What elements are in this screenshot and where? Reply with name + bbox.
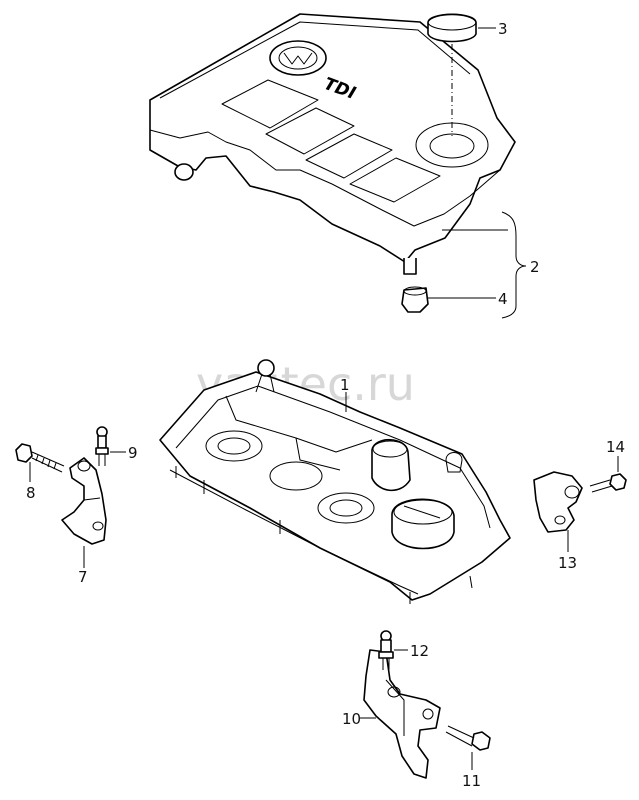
bolt-11 xyxy=(445,725,491,751)
callout-12: 12 xyxy=(410,642,429,660)
callout-9: 9 xyxy=(128,444,138,462)
bracket-left xyxy=(61,457,107,545)
callout-1: 1 xyxy=(340,376,350,394)
engine-cover: TDI xyxy=(149,13,527,319)
callout-13: 13 xyxy=(558,554,577,572)
stud-bolt-9 xyxy=(95,426,109,466)
callout-11: 11 xyxy=(462,772,481,790)
callout-8: 8 xyxy=(26,484,36,502)
callout-14: 14 xyxy=(606,438,625,456)
bracket-right xyxy=(533,471,583,533)
oil-cap-cover xyxy=(427,13,477,43)
callout-10: 10 xyxy=(342,710,361,728)
callout-4: 4 xyxy=(498,290,508,308)
callout-2: 2 xyxy=(530,258,540,276)
bracket-lower xyxy=(363,649,441,779)
rubber-grommet xyxy=(401,286,429,313)
callout-3: 3 xyxy=(498,20,508,38)
bolt-8 xyxy=(15,443,65,473)
stud-bolt-12 xyxy=(378,630,394,670)
bolt-14 xyxy=(589,473,627,493)
callout-7: 7 xyxy=(78,568,88,586)
vw-logo-icon xyxy=(269,40,327,76)
cylinder-head-cover xyxy=(159,359,511,604)
